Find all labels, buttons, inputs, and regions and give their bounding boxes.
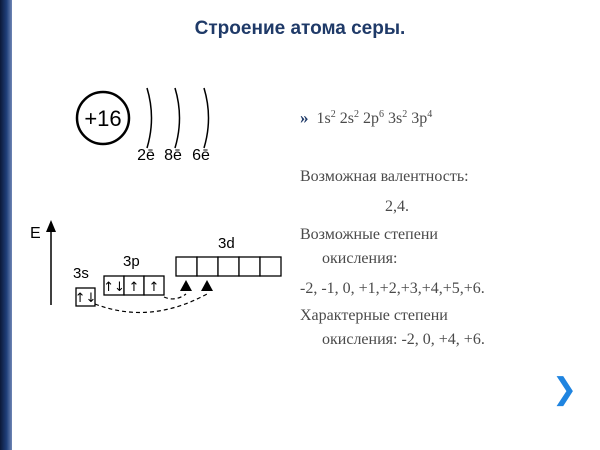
sublevel-3p-label: 3p xyxy=(123,253,140,270)
orbital-3p-electrons-3: ↑ xyxy=(149,280,160,295)
sublevel-3s-label: 3s xyxy=(73,265,89,282)
config-term-4: 3s2 xyxy=(387,109,408,128)
orbital-3s-electrons: ↑↓ xyxy=(75,291,97,306)
typical-label-line-1: Характерные степени xyxy=(300,307,448,324)
transition-path-3s-3d xyxy=(94,293,208,313)
orbital-3d-box-3 xyxy=(217,256,240,277)
orbital-3p-electrons-2: ↑ xyxy=(129,280,140,295)
slide-title: Строение атома серы. xyxy=(194,18,406,39)
next-slide-chevron-right-icon[interactable]: ❯ xyxy=(552,372,578,407)
sublevel-3d-label: 3d xyxy=(218,235,235,252)
config-term-5: 3p4 xyxy=(411,109,433,128)
orbital-3s-box xyxy=(75,287,96,307)
config-term-3: 2p6 xyxy=(362,109,384,128)
config-term-1: 1s2 xyxy=(316,109,336,128)
valence-value: 2,4. xyxy=(385,198,409,215)
transition-path-3p-3d xyxy=(163,293,187,300)
valence-label: Возможная валентность: xyxy=(300,168,469,185)
shell-label-2: 8ē xyxy=(164,147,182,164)
nucleus-circle xyxy=(75,90,131,146)
excitation-arrowhead-2 xyxy=(201,280,213,291)
typical-label-line-2: окисления: -2, 0, +4, +6. xyxy=(322,331,485,348)
slide-sidebar-stripe xyxy=(0,0,12,450)
shell-arc-1 xyxy=(146,87,153,149)
orbital-3d-box-4 xyxy=(238,256,261,277)
oxidation-label-line-1: Возможные степени xyxy=(300,226,438,243)
electron-config-line: » 1s2 2s2 2p6 3s2 3p4 xyxy=(300,108,432,128)
excitation-arrowhead-1 xyxy=(180,280,192,291)
orbital-3p-box-3 xyxy=(143,275,165,296)
shell-arc-3 xyxy=(203,87,210,149)
orbital-3d-box-5 xyxy=(259,256,282,277)
nucleus-charge: +16 xyxy=(84,106,121,131)
bullet-icon: » xyxy=(300,108,309,127)
orbital-3d-box-2 xyxy=(196,256,219,277)
energy-axis-arrowhead xyxy=(46,220,56,232)
orbital-3d-box-1 xyxy=(175,256,198,277)
oxidation-values: -2, -1, 0, +1,+2,+3,+4,+5,+6. xyxy=(300,280,485,297)
shell-label-3: 6ē xyxy=(192,147,210,164)
config-term-2: 2s2 xyxy=(339,109,359,128)
energy-axis-label: E xyxy=(30,225,41,242)
shell-arc-2 xyxy=(174,87,181,149)
orbital-3p-electrons-1: ↑↓ xyxy=(103,280,125,295)
shell-label-1: 2ē xyxy=(137,147,155,164)
oxidation-label-line-2: окисления: xyxy=(322,250,398,267)
